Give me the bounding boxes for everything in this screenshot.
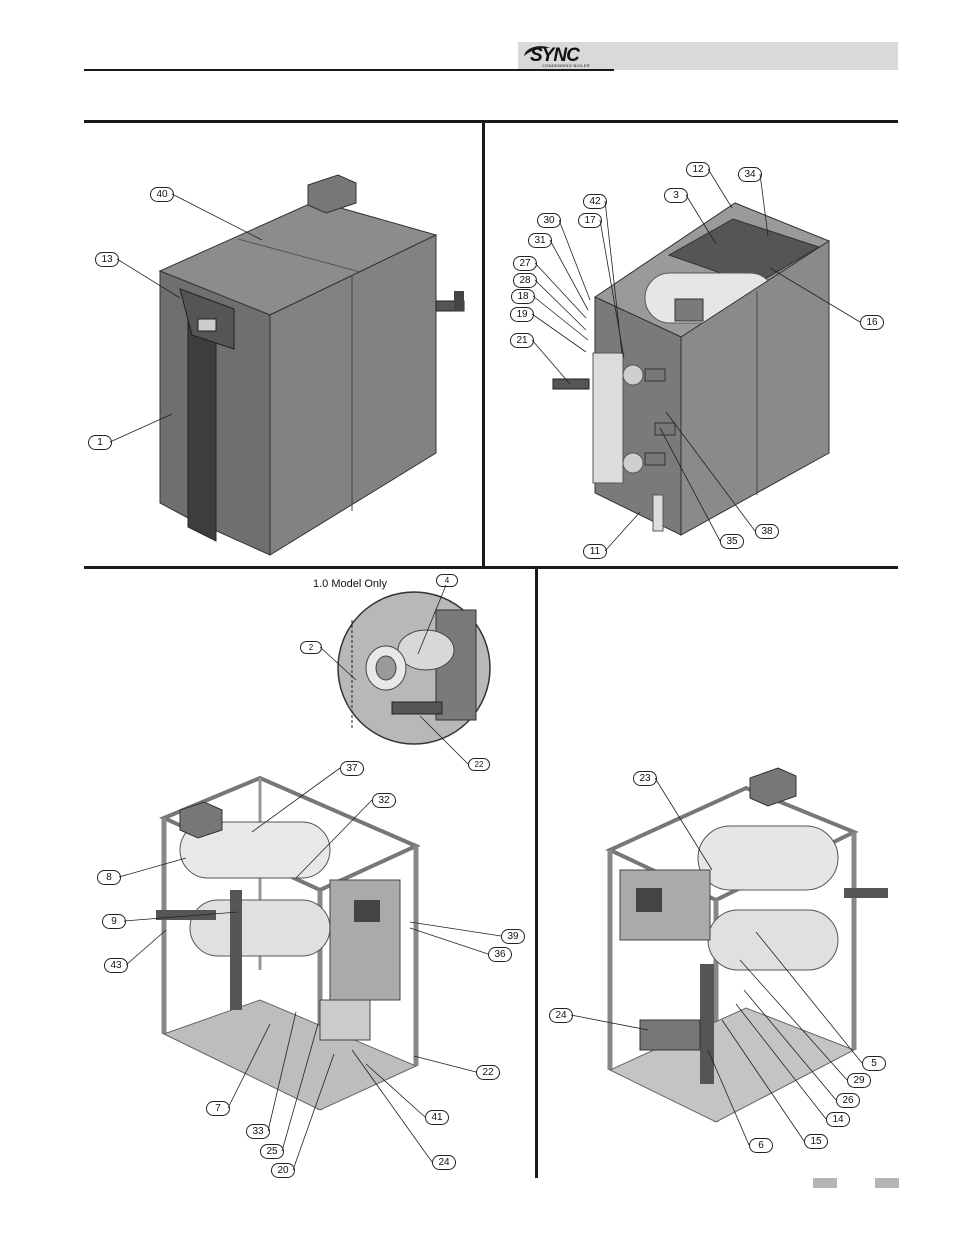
callout-5: 5 <box>862 1056 886 1071</box>
open-cabinet-left-illustration <box>156 775 420 1111</box>
panel-rear-cabinet <box>485 123 898 566</box>
panel-closed-cabinet <box>84 123 482 566</box>
callout-22-inset: 22 <box>468 758 490 771</box>
callout-43: 43 <box>104 958 128 973</box>
callout-40: 40 <box>150 187 174 202</box>
bottom-divider <box>535 566 538 1178</box>
callout-11: 11 <box>583 544 607 559</box>
header-rule-left <box>84 69 614 71</box>
callout-8: 8 <box>97 870 121 885</box>
callout-20: 20 <box>271 1163 295 1178</box>
callout-17: 17 <box>578 213 602 228</box>
callout-22: 22 <box>476 1065 500 1080</box>
callout-14: 14 <box>826 1112 850 1127</box>
callout-9: 9 <box>102 914 126 929</box>
callout-24: 24 <box>432 1155 456 1170</box>
callout-4: 4 <box>436 574 458 587</box>
callout-3: 3 <box>664 188 688 203</box>
callout-21: 21 <box>510 333 534 348</box>
callout-33: 33 <box>246 1124 270 1139</box>
callout-7: 7 <box>206 1101 230 1116</box>
callout-28: 28 <box>513 273 537 288</box>
callout-15: 15 <box>804 1134 828 1149</box>
panel-open-cabinet-left <box>150 770 420 1120</box>
callout-23: 23 <box>633 771 657 786</box>
callout-12: 12 <box>686 162 710 177</box>
callout-42: 42 <box>583 194 607 209</box>
sync-logo: SYNC CONDENSING BOILER <box>520 42 615 69</box>
logo-text: SYNC <box>530 45 580 66</box>
footer-block-left <box>813 1178 837 1188</box>
cabinet-rear-illustration <box>552 202 831 536</box>
callout-37: 37 <box>340 761 364 776</box>
callout-6: 6 <box>749 1138 773 1153</box>
callout-31: 31 <box>528 233 552 248</box>
callout-35: 35 <box>720 534 744 549</box>
inset-detail-circle <box>336 590 492 746</box>
callout-29: 29 <box>847 1073 871 1088</box>
logo-subtext: CONDENSING BOILER <box>542 63 590 68</box>
callout-19: 19 <box>510 307 534 322</box>
callout-18: 18 <box>511 289 535 304</box>
header-bar <box>518 42 898 70</box>
callout-36: 36 <box>488 947 512 962</box>
callout-38: 38 <box>755 524 779 539</box>
callout-32: 32 <box>372 793 396 808</box>
callout-1: 1 <box>88 435 112 450</box>
callout-24-right: 24 <box>549 1008 573 1023</box>
callout-39: 39 <box>501 929 525 944</box>
callout-34: 34 <box>738 167 762 182</box>
mid-rule <box>84 566 898 569</box>
footer-block-right <box>875 1178 899 1188</box>
cabinet-closed-illustration <box>158 174 465 556</box>
top-rule <box>84 120 898 123</box>
callout-30: 30 <box>537 213 561 228</box>
callout-16: 16 <box>860 315 884 330</box>
callout-41: 41 <box>425 1110 449 1125</box>
callout-27: 27 <box>513 256 537 271</box>
callout-2: 2 <box>300 641 322 654</box>
callout-25: 25 <box>260 1144 284 1159</box>
top-divider <box>482 120 485 568</box>
inset-caption: 1.0 Model Only <box>313 578 387 590</box>
callout-26: 26 <box>836 1093 860 1108</box>
callout-13: 13 <box>95 252 119 267</box>
